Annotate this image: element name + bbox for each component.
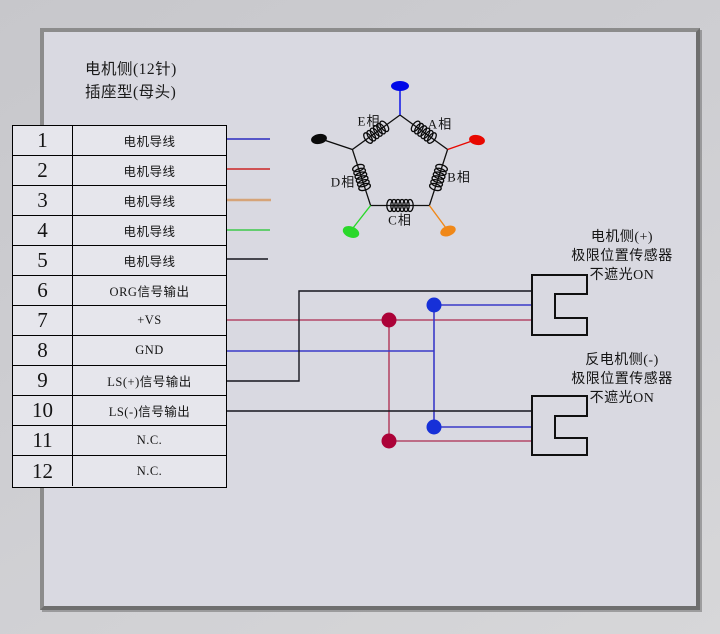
lead-wire-red [447, 140, 473, 151]
phase-label-d: D相 [330, 174, 356, 190]
pin-row-6: 6 ORG信号输出 [13, 276, 226, 306]
pin-number: 8 [13, 336, 73, 365]
vs-junction-dot-bottom [381, 433, 397, 449]
limit-sensor-bottom-symbol [531, 395, 588, 456]
pin-row-8: 8 GND [13, 336, 226, 366]
pin-number: 1 [13, 126, 73, 155]
pin-row-2: 2 电机导线 [13, 156, 226, 186]
pin-label: ORG信号输出 [109, 285, 190, 299]
phase-label-b: B相 [447, 169, 471, 185]
pin-number: 9 [13, 366, 73, 395]
pin-number: 5 [13, 246, 73, 275]
sensor-bottom-line2: 极限位置传感器 [571, 372, 673, 387]
pin-row-5: 5 电机导线 [13, 246, 226, 276]
pin-label: GND [135, 343, 164, 357]
pin-number: 10 [13, 396, 73, 425]
pin-number: 3 [13, 186, 73, 215]
pin-number: 12 [13, 456, 73, 486]
sensor-bottom-line3: 不遮光ON [589, 391, 655, 406]
pin-label: 电机导线 [123, 195, 176, 209]
pin-row-12: 12 N.C. [13, 456, 226, 486]
pentagon-outline [351, 114, 449, 207]
terminal-dot-red [469, 134, 485, 146]
pin-number: 11 [13, 426, 73, 455]
coil-b-phase [428, 163, 449, 192]
pin-label: +VS [137, 313, 162, 327]
sensor-bottom-line1: 反电机侧(-) [585, 353, 659, 368]
limit-sensor-top-caption: 电机侧(+) 极限位置传感器 不遮光ON [532, 228, 712, 285]
terminal-dot-blue [391, 81, 409, 91]
pin-row-7: 7 +VS [13, 306, 226, 336]
coil-d-phase [351, 163, 372, 192]
gnd-junction-dots [426, 297, 442, 435]
terminal-dot-orange [440, 225, 456, 237]
pin-number: 2 [13, 156, 73, 185]
gnd-wire-network [225, 304, 532, 428]
phase-label-c: C相 [388, 212, 412, 228]
vs-wire-network [225, 319, 532, 442]
pin-row-1: 1 电机导线 [13, 126, 226, 156]
terminal-dot-black [311, 133, 327, 145]
pin-row-11: 11 N.C. [13, 426, 226, 456]
phase-label-a: A相 [427, 116, 453, 132]
lead-wire-green [352, 205, 372, 229]
coil-e-phase [363, 120, 390, 144]
phase-label-e: E相 [357, 113, 381, 129]
ls-plus-wire [225, 290, 532, 382]
sensor-top-line3: 不遮光ON [589, 268, 655, 283]
sensor-top-line1: 电机侧(+) [590, 230, 654, 245]
pin-label: 电机导线 [123, 255, 176, 269]
pin-row-10: 10 LS(-)信号输出 [13, 396, 226, 426]
limit-sensor-bottom-caption: 反电机侧(-) 极限位置传感器 不遮光ON [532, 351, 712, 408]
connector-title-line1: 电机侧(12针) [85, 61, 177, 78]
pin-number: 4 [13, 216, 73, 245]
pin-label: LS(+)信号输出 [107, 375, 192, 389]
connector-title: 电机侧(12针) 插座型(母头) [85, 58, 177, 104]
gnd-junction-dot-bottom [426, 419, 442, 435]
pin-label: LS(-)信号输出 [108, 405, 191, 419]
terminal-dot-green [342, 226, 360, 238]
ls-plus-wire-path [225, 290, 532, 382]
pin-label: 电机导线 [123, 225, 176, 239]
phase-coils [351, 120, 449, 213]
pin-row-3: 3 电机导线 [13, 186, 226, 216]
coil-c-phase [386, 198, 414, 213]
vs-junction-dot-top [381, 312, 397, 328]
gnd-junction-dot-top [426, 297, 442, 313]
pin-label: 电机导线 [123, 165, 176, 179]
coil-a-phase [410, 120, 437, 144]
lead-wire-black [323, 139, 353, 151]
pin-number: 6 [13, 276, 73, 305]
pin-row-9: 9 LS(+)信号输出 [13, 366, 226, 396]
pin-label: N.C. [136, 433, 163, 447]
limit-sensor-top-symbol [531, 274, 588, 336]
vs-junction-dots [381, 312, 397, 449]
pin-table: 1 电机导线 2 电机导线 3 电机导线 4 电机导线 5 电机导线 6 ORG… [12, 125, 227, 488]
connector-title-line2: 插座型(母头) [85, 84, 177, 101]
pin-label: N.C. [136, 463, 163, 478]
pin-row-4: 4 电机导线 [13, 216, 226, 246]
sensor-top-line2: 极限位置传感器 [571, 249, 673, 264]
pin-number: 7 [13, 306, 73, 335]
pin-label: 电机导线 [123, 135, 176, 149]
lead-wire-orange [428, 205, 447, 229]
